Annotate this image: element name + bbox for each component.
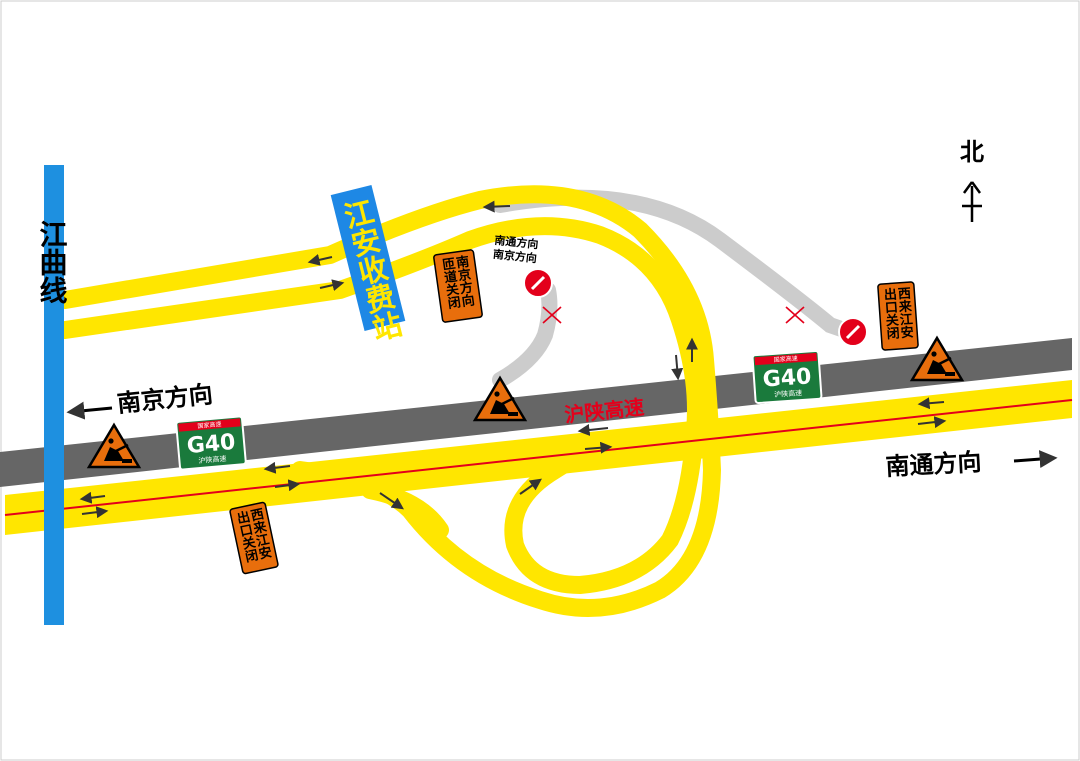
ramp-label-nanjing: 南京方向	[492, 247, 537, 266]
toll-road-west-upper	[56, 185, 721, 617]
jiangqu-line-label: 江曲线	[36, 220, 69, 304]
jiangqu-line	[44, 165, 64, 625]
north-arrow: 北	[960, 138, 984, 222]
ramp-label-nantong: 南通方向	[494, 233, 539, 252]
shield-code: G40	[186, 430, 237, 459]
shield-top: 国家高速	[197, 420, 222, 430]
north-label: 北	[960, 138, 984, 166]
g40-shield: 国家高速 G40 沪陕高速	[751, 349, 823, 405]
nantong-direction-label: 南通方向	[885, 448, 982, 481]
notice-line: 出口关闭	[880, 287, 899, 342]
center-line	[4, 399, 1073, 516]
nanjing-direction: 南京方向	[66, 380, 214, 420]
g40-shield: 国家高速 G40 沪陕高速	[175, 415, 247, 471]
closure-x-marks	[542, 306, 805, 324]
notice-xilai-exit-closed: 西来江安 出口关闭	[877, 281, 919, 351]
notice-xilai-exit-closed: 西来江安 出口关闭	[229, 501, 279, 575]
closed-ramp-left	[492, 282, 558, 388]
ramp-to-mainline	[361, 481, 449, 539]
no-entry-icon	[523, 268, 553, 298]
nanjing-direction-label: 南京方向	[116, 380, 214, 418]
no-entry-icon	[838, 317, 868, 347]
nantong-direction: 南通方向	[885, 448, 1058, 481]
notice-nanjing-ramp-closed: 南京方向 匝道关闭	[433, 249, 483, 323]
notice-line: 西来江安	[894, 286, 914, 340]
shield-bottom: 沪陕高速	[774, 388, 803, 399]
shield-top: 国家高速	[773, 354, 798, 364]
shield-bottom: 沪陕高速	[198, 454, 227, 465]
shield-code: G40	[762, 364, 812, 392]
toll-road-west-lower	[56, 217, 709, 594]
traffic-arrows	[79, 200, 947, 519]
